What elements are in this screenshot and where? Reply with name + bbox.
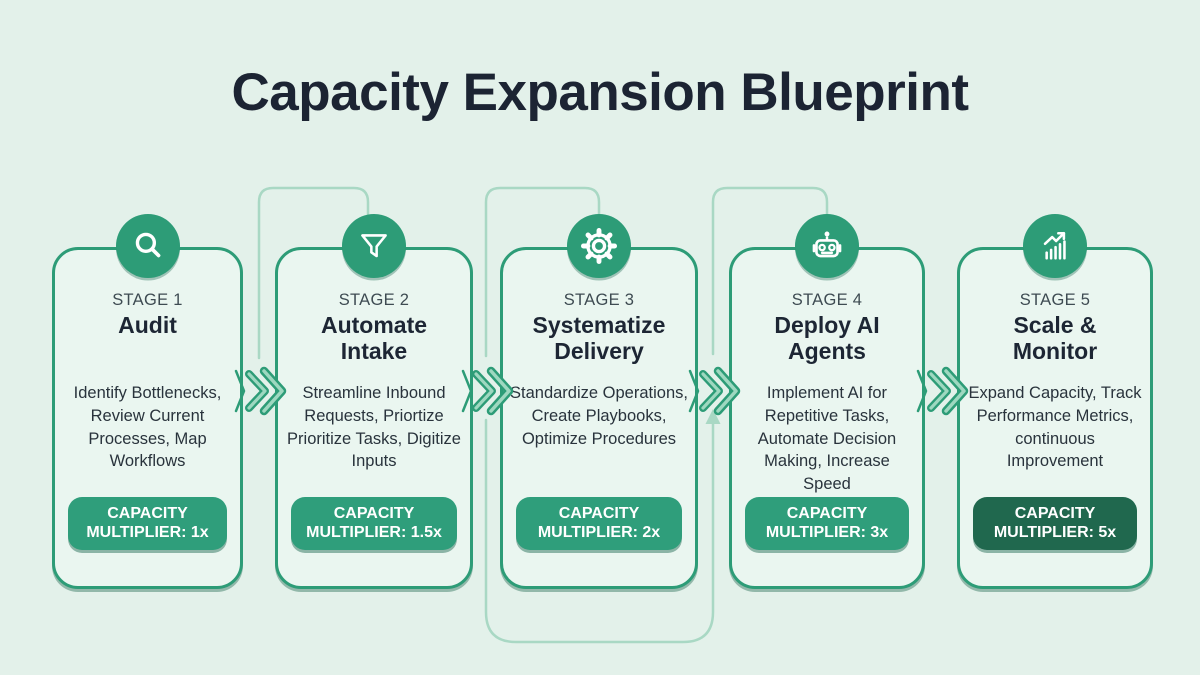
stage-4-icon-circle — [795, 214, 859, 278]
stage-label: STAGE 4 — [791, 291, 863, 309]
stage-title: Systematize Delivery — [532, 312, 666, 365]
stage-3-icon-circle — [567, 214, 631, 278]
capacity-multiplier-badge: CAPACITY MULTIPLIER: 3x — [745, 496, 909, 550]
stage-card-4: STAGE 4 Deploy AI Agents Implement AI fo… — [729, 214, 925, 589]
stage-title: Automate Intake — [320, 312, 428, 365]
flow-connector-top-3 — [711, 186, 829, 356]
stage-description: Implement AI for Repetitive Tasks, Autom… — [757, 384, 897, 494]
capacity-multiplier-badge: CAPACITY MULTIPLIER: 1x — [68, 496, 227, 550]
gear-icon — [581, 228, 617, 264]
stage-label: STAGE 2 — [338, 291, 410, 309]
robot-icon — [812, 231, 842, 258]
capacity-multiplier-badge: CAPACITY MULTIPLIER: 5x — [973, 496, 1137, 550]
stage-title: Audit — [118, 312, 177, 338]
capacity-multiplier-badge: CAPACITY MULTIPLIER: 1.5x — [291, 496, 457, 550]
stage-card-5: STAGE 5 Scale & Monitor Expand Capacity,… — [957, 214, 1153, 589]
stage-description: Streamline Inbound Requests, Priortize P… — [287, 384, 461, 471]
stage-card-3: STAGE 3 Systematize Delivery Standardize… — [500, 214, 698, 589]
stage-card-1: STAGE 1 Audit Identify Bottlenecks, Revi… — [52, 214, 243, 589]
chart-growth-icon — [1043, 231, 1066, 260]
stage-label: STAGE 5 — [1019, 291, 1091, 309]
funnel-icon — [361, 234, 387, 258]
flow-connector-top-2 — [484, 186, 601, 358]
page-title: Capacity Expansion Blueprint — [231, 63, 969, 122]
capacity-multiplier-badge: CAPACITY MULTIPLIER: 2x — [516, 496, 682, 550]
stage-label: STAGE 1 — [112, 291, 183, 309]
stage-1-icon-circle — [115, 214, 180, 278]
chevron-arrow-icon — [234, 366, 287, 416]
loop-arrowhead-icon — [705, 409, 721, 424]
magnifier-icon — [135, 232, 160, 258]
chevron-arrow-icon — [461, 366, 514, 416]
stage-card-2: STAGE 2 Automate Intake Streamline Inbou… — [275, 214, 473, 589]
stage-2-icon-circle — [342, 214, 406, 278]
chevron-arrow-icon — [688, 366, 741, 416]
flow-connector-top-1 — [257, 186, 370, 360]
stage-title: Scale & Monitor — [1012, 312, 1098, 365]
stage-description: Standardize Operations, Create Playbooks… — [510, 384, 688, 448]
stage-description: Identify Bottlenecks, Review Current Pro… — [73, 384, 222, 471]
stage-label: STAGE 3 — [563, 291, 635, 309]
chevron-arrow-icon — [916, 366, 969, 416]
stage-description: Expand Capacity, Track Performance Metri… — [968, 384, 1142, 471]
stage-title: Deploy AI Agents — [774, 312, 880, 365]
flow-connector-bottom-loop — [484, 418, 715, 644]
stage-5-icon-circle — [1023, 214, 1087, 278]
